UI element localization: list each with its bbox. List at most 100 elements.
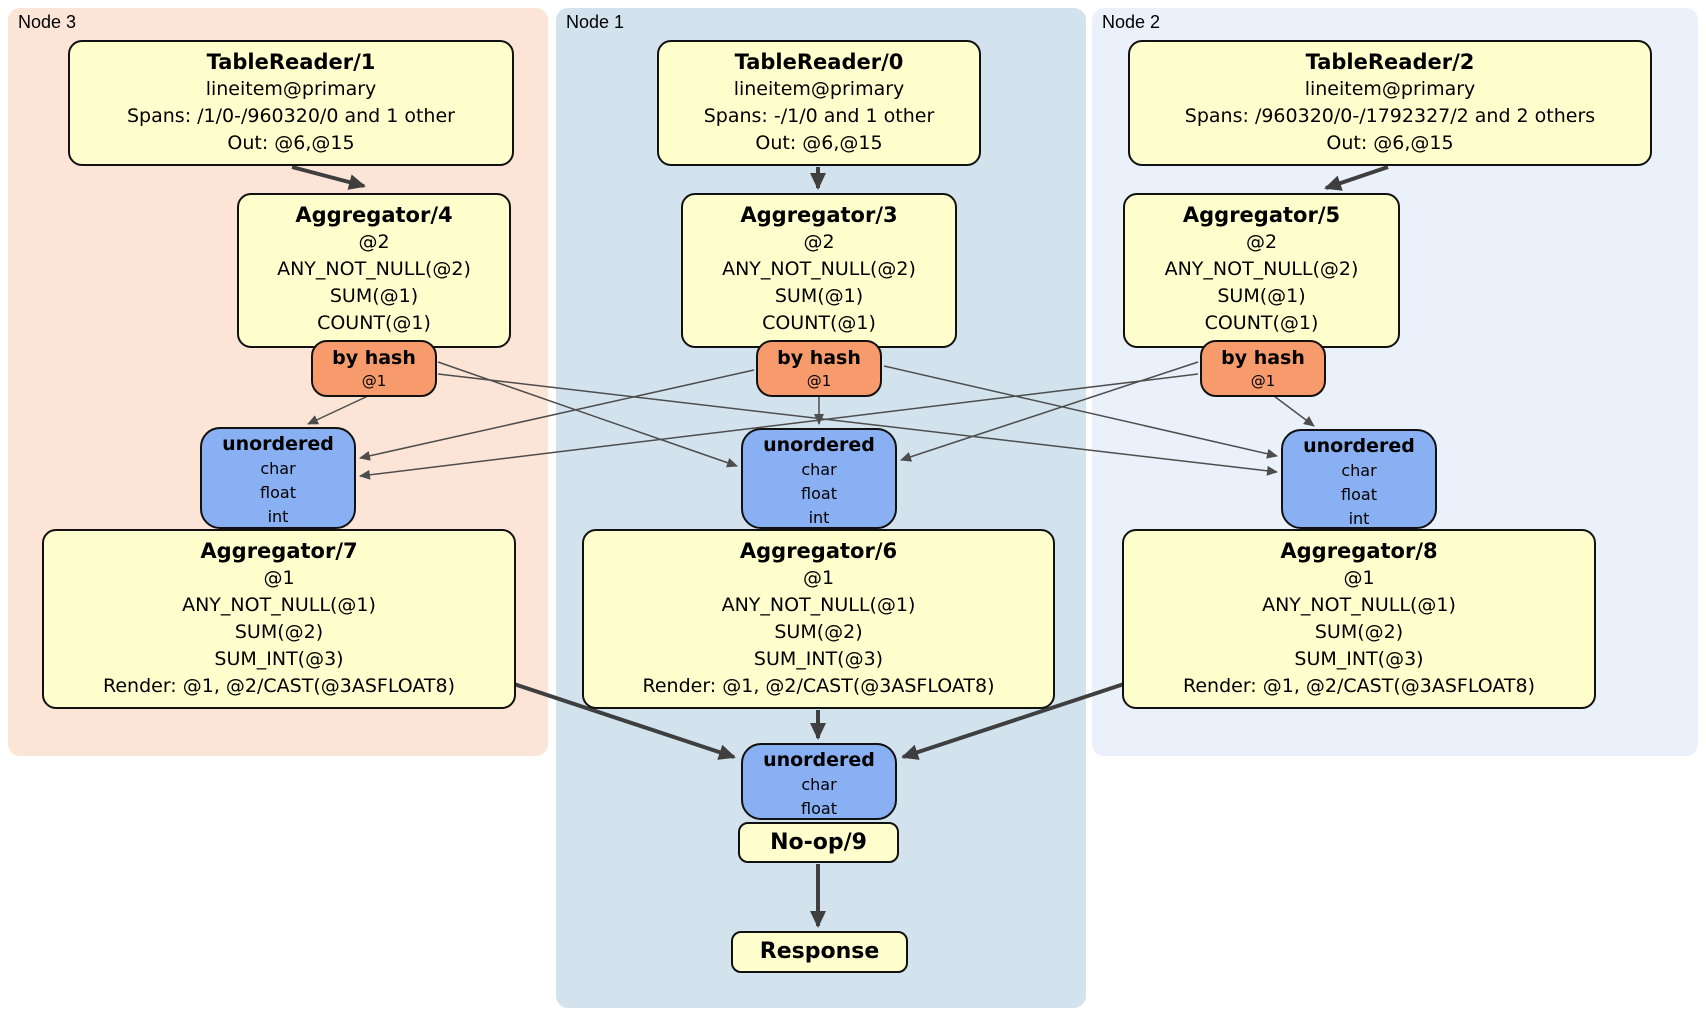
hash-router-4-label: by hash [332,347,416,369]
edge-hash4-sync8 [437,373,1278,476]
aggregator-7-fn2: SUM(@2) [234,621,324,643]
hash-router-3-detail: @1 [806,372,832,390]
aggregator-5-box: Aggregator/5 @2 ANY_NOT_NULL(@2) SUM(@1)… [1123,193,1400,348]
aggregator-8-box: Aggregator/8 @1 ANY_NOT_NULL(@1) SUM(@2)… [1122,529,1596,709]
aggregator-5-fn1: ANY_NOT_NULL(@2) [1164,258,1359,280]
edge-agg8-sync9 [901,682,1125,760]
aggregator-6-render: Render: @1, @2/CAST(@3ASFLOAT8) [642,675,995,697]
tablereader-0-out: Out: @6,@15 [755,132,883,154]
aggregator-8-fn2: SUM(@2) [1314,621,1404,643]
sync-7-item: int [267,507,289,526]
aggregator-8-fn3: SUM_INT(@3) [1294,648,1424,670]
sync-7-label: unordered [222,433,334,455]
sync-unordered-8: unordered char float int [1281,429,1437,529]
aggregator-6-fn2: SUM(@2) [774,621,863,643]
edge-hash5-sync8-cross [883,365,1278,459]
aggregator-4-fn2: SUM(@1) [329,285,419,307]
aggregator-7-title: Aggregator/7 [200,539,358,563]
aggregator-7-box: Aggregator/7 @1 ANY_NOT_NULL(@1) SUM(@2)… [42,529,516,709]
hash-router-5-detail: @1 [1250,372,1276,390]
aggregator-4-title: Aggregator/4 [295,203,453,227]
node2-label: Node 2 [1102,12,1161,32]
aggregator-7-render: Render: @1, @2/CAST(@3ASFLOAT8) [103,675,455,697]
aggregator-7-fn1: ANY_NOT_NULL(@1) [182,594,376,616]
response-title: Response [759,939,880,964]
edge-hash5-sync7 [359,373,1199,480]
sync-9-item: char [801,775,837,794]
aggregator-3-fn3: COUNT(@1) [762,312,876,334]
tablereader-1-out: Out: @6,@15 [227,132,355,154]
hash-router-5-label: by hash [1221,347,1305,369]
aggregator-3-fn2: SUM(@1) [774,285,864,307]
aggregator-3-fn1: ANY_NOT_NULL(@2) [722,258,916,280]
hash-router-4-detail: @1 [361,372,387,390]
aggregator-5-group: @2 [1245,231,1278,253]
tablereader-1-box: TableReader/1 lineitem@primary Spans: /1… [68,40,514,166]
sync-8-item: int [1348,509,1370,528]
aggregator-4-box: Aggregator/4 @2 ANY_NOT_NULL(@2) SUM(@1)… [237,193,511,348]
aggregator-3-box: Aggregator/3 @2 ANY_NOT_NULL(@2) SUM(@1)… [681,193,957,348]
edge-hash3-sync7 [359,369,755,461]
aggregator-3-group: @2 [803,231,835,253]
edge-hash4-sync7 [307,395,369,425]
sync-6-item: int [808,508,830,527]
node3-label: Node 3 [18,12,77,32]
tablereader-2-spans: Spans: /960320/0-/1792327/2 and 2 others [1184,105,1596,127]
hash-router-3: by hash @1 [756,340,882,397]
sync-6-label: unordered [763,434,875,456]
aggregator-6-title: Aggregator/6 [739,539,898,563]
edge-hash4-sync6 [437,361,738,468]
tablereader-0-index: lineitem@primary [733,78,905,100]
noop-9-title: No-op/9 [770,830,867,855]
aggregator-6-group: @1 [802,567,835,589]
sync-unordered-7: unordered char float int [200,427,356,529]
response-box: Response [731,931,908,973]
aggregator-6-fn1: ANY_NOT_NULL(@1) [721,594,916,616]
aggregator-8-title: Aggregator/8 [1280,539,1438,563]
tablereader-2-title: TableReader/2 [1305,50,1475,74]
aggregator-5-title: Aggregator/5 [1182,203,1341,227]
noop-9-box: No-op/9 [738,822,899,863]
sync-unordered-9: unordered char float [741,743,897,820]
edge-hash5-sync8 [1273,395,1315,427]
tablereader-1-index: lineitem@primary [205,78,377,100]
sync-8-item: char [1341,461,1377,480]
aggregator-5-fn3: COUNT(@1) [1204,312,1319,334]
aggregator-7-fn3: SUM_INT(@3) [214,648,344,670]
aggregator-6-box: Aggregator/6 @1 ANY_NOT_NULL(@1) SUM(@2)… [582,529,1055,709]
aggregator-4-fn3: COUNT(@1) [317,312,431,334]
edge-tr1-agg4 [291,165,366,190]
sync-9-label: unordered [763,749,875,771]
hash-router-4: by hash @1 [311,340,437,397]
aggregator-8-group: @1 [1343,567,1375,589]
sync-7-item: char [260,459,296,478]
sync-6-item: char [801,460,837,479]
sync-unordered-6: unordered char float int [741,428,897,529]
aggregator-8-render: Render: @1, @2/CAST(@3ASFLOAT8) [1183,675,1535,697]
edge-agg7-sync9 [513,682,736,760]
aggregator-7-group: @1 [263,567,295,589]
tablereader-2-index: lineitem@primary [1304,78,1476,100]
sync-8-item: float [1341,485,1377,504]
aggregator-8-fn1: ANY_NOT_NULL(@1) [1262,594,1456,616]
aggregator-6-fn3: SUM_INT(@3) [753,648,884,670]
tablereader-0-title: TableReader/0 [734,50,904,74]
aggregator-4-group: @2 [358,231,390,253]
tablereader-2-box: TableReader/2 lineitem@primary Spans: /9… [1128,40,1652,166]
node1-label: Node 1 [566,12,625,32]
sync-6-item: float [801,484,837,503]
sync-8-label: unordered [1303,435,1415,457]
aggregator-3-title: Aggregator/3 [740,203,898,227]
tablereader-0-box: TableReader/0 lineitem@primary Spans: -/… [657,40,981,166]
edge-tr2-agg5 [1324,165,1389,191]
tablereader-1-title: TableReader/1 [206,50,376,74]
tablereader-2-out: Out: @6,@15 [1326,132,1454,154]
sync-9-item: float [801,799,837,818]
aggregator-4-fn1: ANY_NOT_NULL(@2) [277,258,471,280]
sync-7-item: float [260,483,296,502]
hash-router-3-label: by hash [777,347,861,369]
aggregator-5-fn2: SUM(@1) [1217,285,1306,307]
tablereader-1-spans: Spans: /1/0-/960320/0 and 1 other [127,105,455,127]
